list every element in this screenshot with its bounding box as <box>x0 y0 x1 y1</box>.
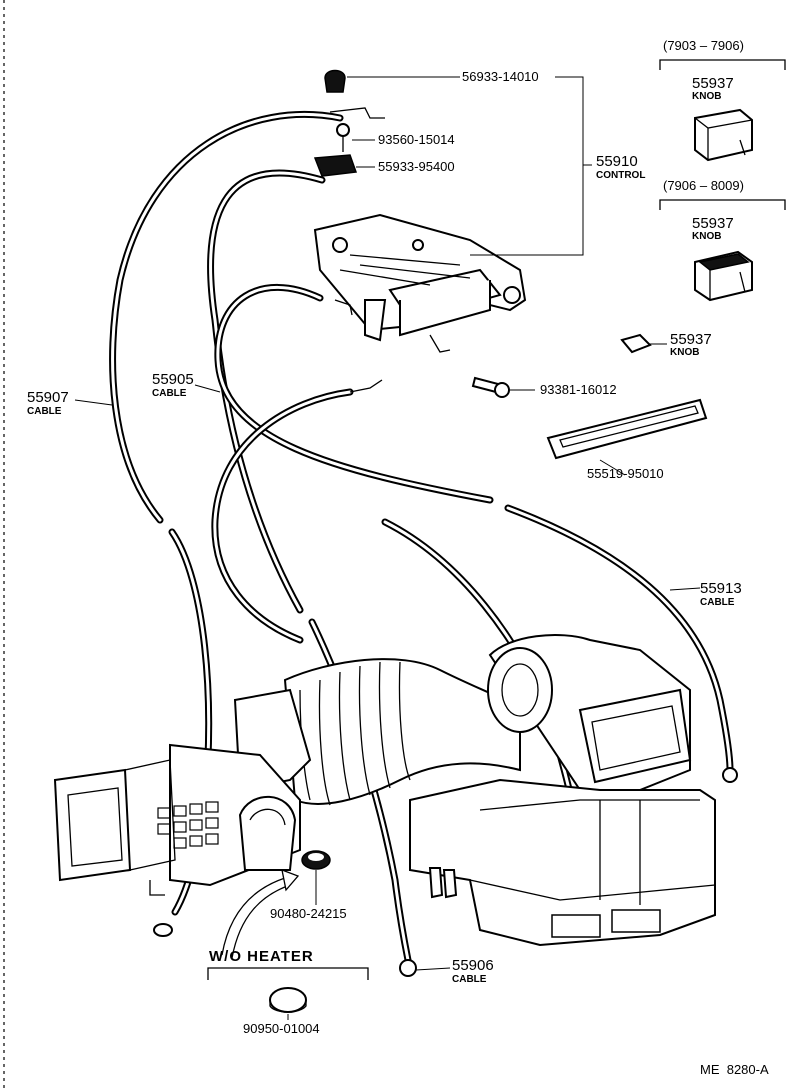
air-hose <box>283 658 521 806</box>
clip-56933-14010 <box>324 69 346 93</box>
bracket-wo-heater <box>207 967 369 980</box>
label-93560-15014: 93560-15014 <box>378 132 455 147</box>
label-knob-a-pn: 55937 <box>692 75 734 92</box>
label-55907-cable: CABLE <box>27 406 62 417</box>
label-55905: 55905 <box>152 371 194 388</box>
plate-55519-95010 <box>546 398 708 460</box>
clamp-55933-95400 <box>313 154 358 177</box>
label-55913-cable: CABLE <box>700 597 735 608</box>
label-55906: 55906 <box>452 957 494 974</box>
screw-93381-16012 <box>471 376 510 398</box>
label-knob-b: KNOB <box>692 231 721 242</box>
label-56933-14010: 56933-14010 <box>462 69 539 84</box>
label-55913: 55913 <box>700 580 742 597</box>
control-assembly-55910 <box>313 213 527 353</box>
label-range-a: (7903 – 7906) <box>663 38 744 53</box>
label-range-b: (7906 – 8009) <box>663 178 744 193</box>
label-55905-cable: CABLE <box>152 388 187 399</box>
bracket-range-a <box>659 59 786 70</box>
knob-55937-small <box>620 333 652 354</box>
label-55910: 55910 <box>596 153 638 170</box>
leader-lines <box>74 76 701 1020</box>
drawing-reference: ME 8280-A <box>700 1062 769 1077</box>
label-90950-01004: 90950-01004 <box>243 1021 320 1036</box>
heater-unit <box>409 634 716 947</box>
arrow-wo-heater <box>221 868 300 959</box>
cable-end-hook <box>329 107 385 119</box>
label-knob-b-pn: 55937 <box>692 215 734 232</box>
label-93381-16012: 93381-16012 <box>540 382 617 397</box>
bracket-range-b <box>659 199 786 210</box>
cable-55913 <box>214 284 738 783</box>
label-55933-95400: 55933-95400 <box>378 159 455 174</box>
label-knob-c: KNOB <box>670 347 699 358</box>
vent-unit <box>53 688 312 896</box>
knob-55937-a <box>694 108 753 162</box>
label-knob-a: KNOB <box>692 91 721 102</box>
label-control: CONTROL <box>596 170 645 181</box>
grommet-90480-24215 <box>301 850 331 870</box>
screw-93560-15014 <box>336 123 350 152</box>
label-55519-95010: 55519-95010 <box>587 466 664 481</box>
label-55906-cable: CABLE <box>452 974 487 985</box>
label-knob-c-pn: 55937 <box>670 331 712 348</box>
label-90480-24215: 90480-24215 <box>270 906 347 921</box>
label-55907: 55907 <box>27 389 69 406</box>
label-wo-heater: W/O HEATER <box>209 948 314 965</box>
knob-55937-b <box>694 250 753 302</box>
plug-90950-01004 <box>269 987 307 1013</box>
